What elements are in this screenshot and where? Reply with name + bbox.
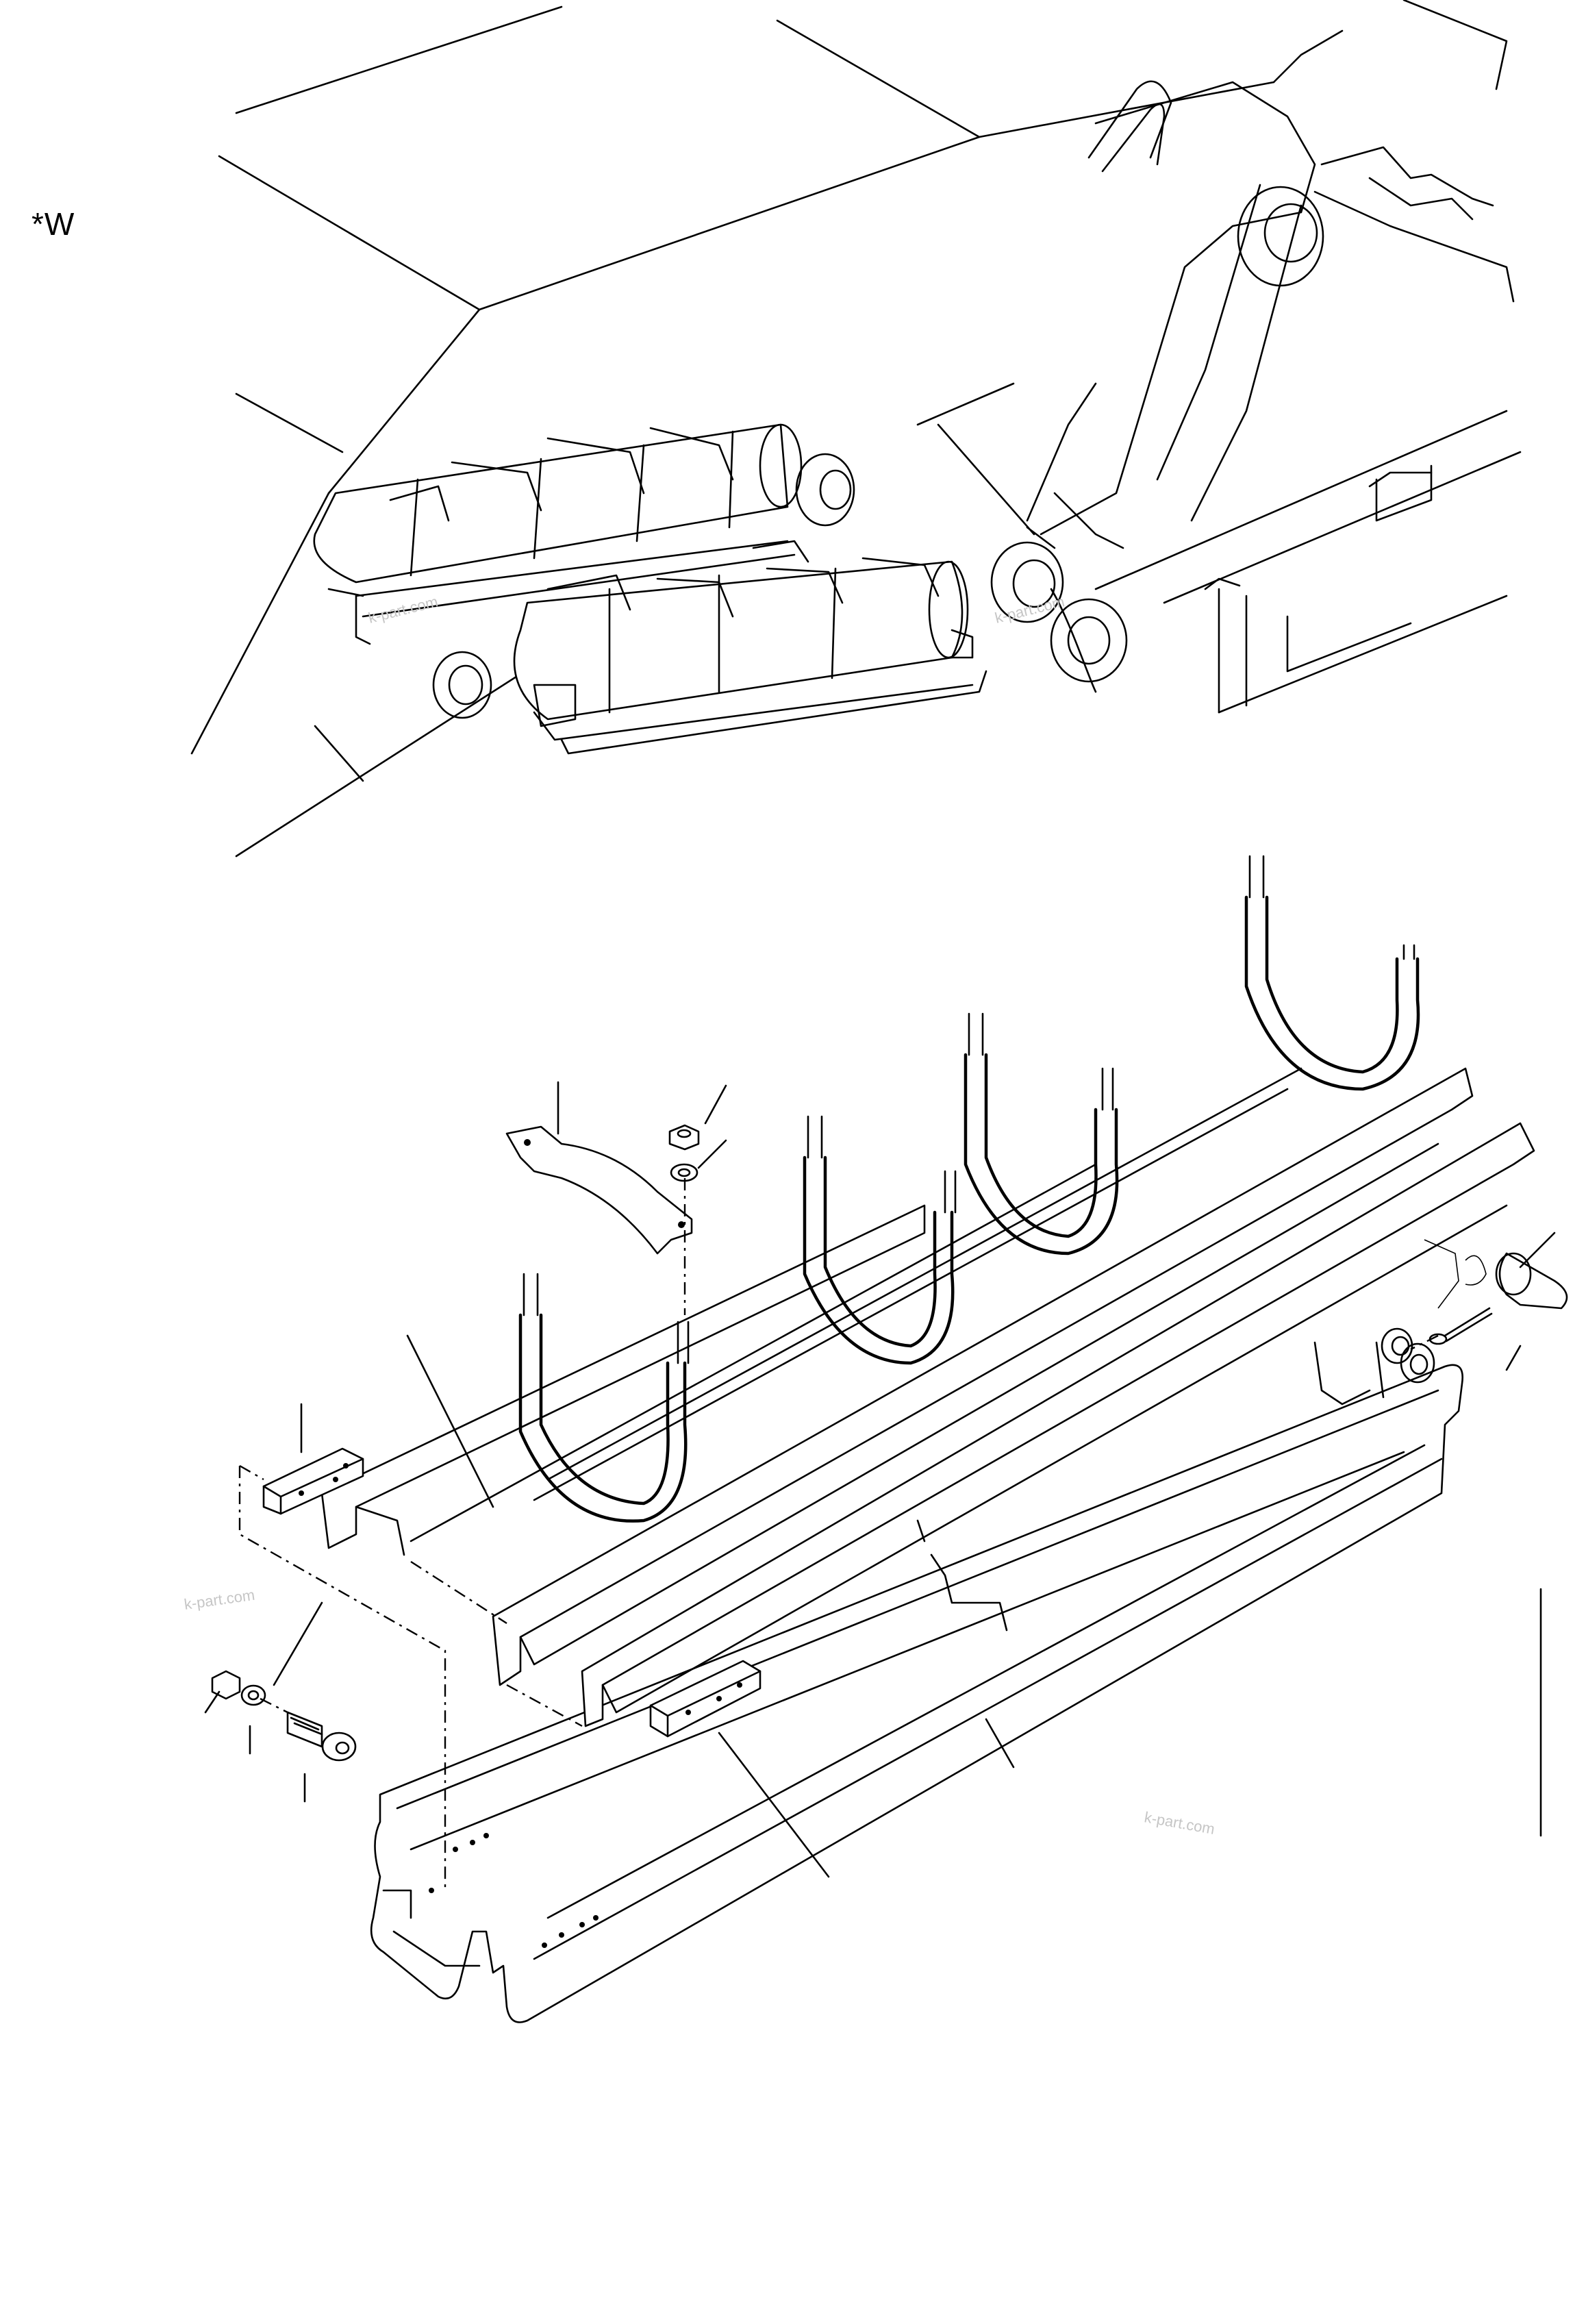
watermark-4: k-part.com (1143, 1808, 1216, 1838)
nut-washer-top (668, 1124, 700, 1182)
exploded-assembly (204, 855, 1568, 2023)
watermark-3: k-part.com (183, 1586, 255, 1613)
saddle-clamp (505, 1125, 693, 1255)
u-bolt-4 (1244, 855, 1420, 1091)
machine-overview (190, 0, 1522, 858)
u-bolt-2 (803, 1115, 957, 1365)
channel-holes (429, 1833, 599, 1948)
leader-lines (204, 1081, 1556, 1878)
nut-washer-bolt-left (211, 1670, 357, 1762)
u-bolt-1 (518, 1273, 690, 1523)
watermark-1: k-part.com (366, 592, 440, 626)
view-marker-label: *W (32, 206, 75, 242)
spacer-block-right (649, 1660, 761, 1738)
u-bolt-3 (964, 1012, 1119, 1255)
spacer-block-left (262, 1447, 364, 1515)
pin-cotter-right (1410, 1252, 1568, 1351)
